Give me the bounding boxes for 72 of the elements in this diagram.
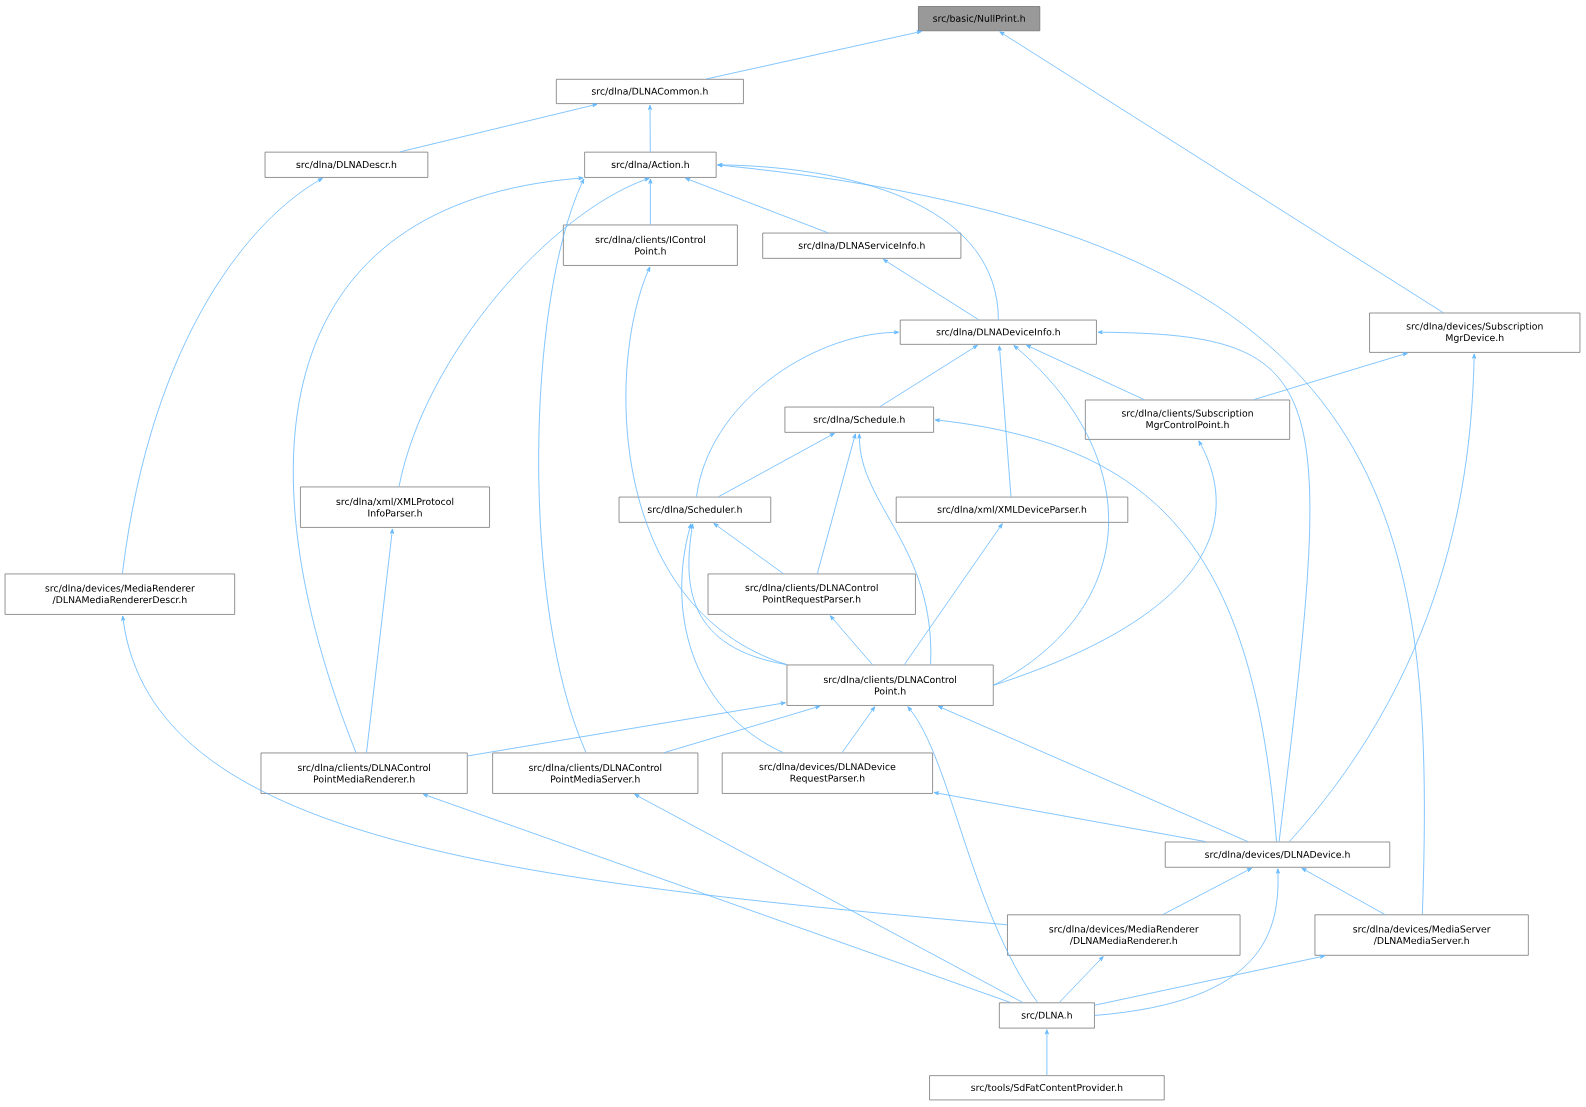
file-box: src/dlna/devices/MediaRenderer /DLNAMediaRenderer.h — [1007, 914, 1241, 956]
arrow — [829, 615, 873, 665]
arrow — [937, 705, 1249, 843]
arrow — [648, 178, 653, 225]
file-box: src/basic/NullPrint.h — [918, 6, 1041, 32]
arrow — [648, 104, 652, 153]
arrow — [422, 793, 1011, 1003]
file-box: src/dlna/clients/Subscription MgrControlPoint.h — [1085, 399, 1290, 440]
file-box: src/dlna/Scheduler.h — [618, 496, 772, 523]
arrow — [1288, 353, 1477, 843]
arrow — [933, 791, 1207, 843]
arrow — [366, 528, 394, 753]
arrow — [696, 330, 900, 498]
arrow — [717, 163, 1425, 915]
file-box: src/tools/SdFatContentProvider.h — [929, 1075, 1165, 1101]
arrow — [663, 705, 821, 753]
file-box: src/dlna/devices/Subscription MgrDevice.h — [1369, 312, 1581, 353]
arrow — [1097, 330, 1311, 843]
arrow — [879, 344, 978, 408]
file-box: src/dlna/clients/IControl Point.h — [563, 224, 738, 266]
arrow — [706, 30, 922, 80]
arrow — [634, 793, 1024, 1003]
file-box: src/dlna/xml/XMLDeviceParser.h — [895, 496, 1129, 523]
arrow — [993, 440, 1217, 686]
file-box: src/dlna/clients/DLNAControl Point.h — [786, 664, 994, 706]
arrow — [625, 266, 787, 665]
arrow — [292, 176, 584, 753]
arrow — [122, 178, 323, 574]
arrow — [1162, 867, 1253, 915]
arrow — [1094, 954, 1325, 1006]
arrow — [121, 615, 1008, 926]
arrow — [934, 418, 1277, 843]
arrow — [907, 706, 1038, 1003]
arrow — [1253, 352, 1408, 401]
arrow — [399, 103, 598, 153]
file-box: src/dlna/devices/DLNADevice.h — [1164, 841, 1391, 868]
arrow — [993, 345, 1109, 686]
file-box: src/dlna/Action.h — [584, 151, 717, 178]
arrow — [997, 345, 1012, 498]
file-box: src/DLNA.h — [999, 1002, 1095, 1029]
arrow — [1026, 344, 1145, 401]
file-box: src/dlna/Schedule.h — [784, 406, 934, 433]
file-box: src/dlna/DLNACommon.h — [556, 78, 744, 104]
arrow — [999, 31, 1444, 314]
file-box: src/dlna/clients/DLNAControl PointMediaServer.h — [492, 752, 699, 794]
arrow — [857, 433, 931, 665]
arrow — [718, 432, 835, 498]
file-box: src/dlna/clients/DLNAControl PointRequestParser.h — [707, 573, 916, 615]
file-box: src/dlna/xml/XMLProtocol InfoParser.h — [300, 486, 490, 528]
arrow — [688, 523, 787, 665]
arrow — [713, 523, 784, 574]
file-box: src/dlna/DLNADescr.h — [264, 151, 429, 178]
arrow — [538, 178, 587, 753]
arrow — [1058, 956, 1104, 1003]
arrow — [816, 433, 857, 574]
arrow — [717, 162, 999, 321]
arrow — [1044, 1029, 1049, 1076]
arrow — [904, 523, 1003, 665]
file-box: src/dlna/devices/MediaRenderer /DLNAMediaRendererDescr.h — [4, 573, 235, 615]
arrow — [1301, 867, 1386, 915]
arrow — [467, 701, 786, 757]
arrow — [681, 523, 784, 753]
file-box: src/dlna/devices/MediaServer /DLNAMediaServer.h — [1314, 914, 1529, 956]
file-box: src/dlna/clients/DLNAControl PointMediaRenderer.h — [260, 752, 468, 794]
arrow — [685, 177, 829, 234]
arrow — [1094, 868, 1280, 1016]
arrow — [398, 177, 650, 487]
file-box: src/dlna/devices/DLNADevice RequestParser.h — [721, 752, 933, 794]
arrow — [841, 706, 876, 753]
file-box: src/dlna/DLNADeviceInfo.h — [899, 319, 1097, 345]
file-box: src/dlna/DLNAServiceInfo.h — [762, 232, 962, 259]
arrow — [882, 258, 979, 321]
